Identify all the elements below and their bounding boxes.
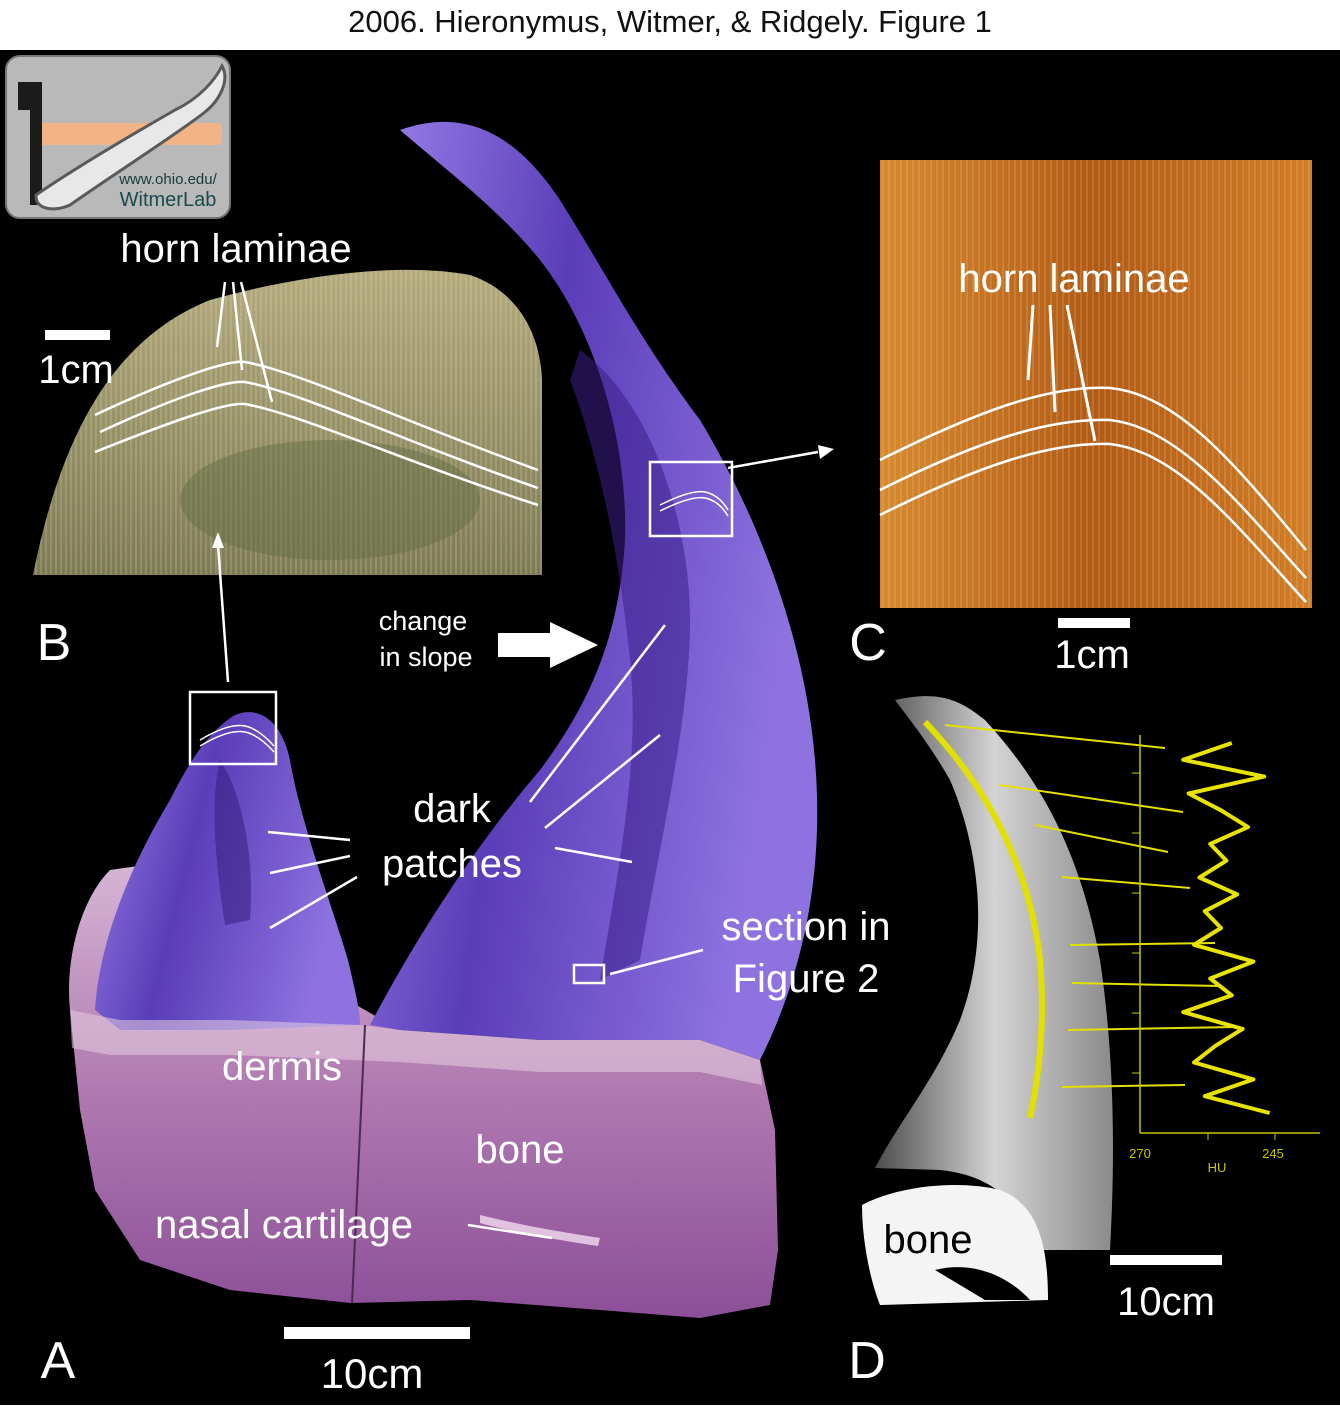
ct-bone [862, 1185, 1048, 1305]
ct-horn-slice [875, 696, 1113, 1250]
callout-box-c [648, 460, 734, 538]
arrow-to-c [727, 450, 819, 470]
panel-a-specimen [69, 121, 818, 1318]
dark-patch-streak [570, 350, 690, 980]
panel-b-scale-label: 1cm [38, 348, 114, 392]
specimen-crack [351, 1024, 366, 1304]
callout-box-b [188, 690, 278, 766]
change-slope-label-1: change [379, 606, 468, 636]
hu-profile-line [1181, 741, 1271, 1115]
nasal-cartilage-label: nasal cartilage [155, 1203, 413, 1247]
panel-c-scale-bar [1058, 618, 1130, 628]
panel-c-label: horn laminae [958, 257, 1189, 301]
logo-name: WitmerLab [120, 189, 217, 211]
panel-b-letter: B [37, 614, 72, 672]
panel-d: bone 270 245 HU 10cm D [848, 696, 1320, 1390]
laminae-curve-2 [99, 380, 539, 490]
dermis-band [70, 1010, 762, 1085]
laminae-curve-3 [94, 402, 539, 507]
panel-a-letter: A [41, 1332, 76, 1390]
dark-patches-label-1: dark [413, 787, 492, 831]
section-box [572, 963, 606, 985]
panel-b-label: horn laminae [120, 227, 351, 271]
panel-a-annotations: change in slope dark patches section in … [41, 445, 891, 1397]
hu-profile-chart: 270 245 HU [1129, 735, 1320, 1175]
hu-tick-245: 245 [1262, 1146, 1284, 1161]
dark-patch-small [214, 760, 251, 925]
pickaxe-icon [18, 82, 42, 205]
change-slope-arrow [498, 622, 598, 668]
panel-d-bone-label: bone [884, 1218, 973, 1262]
panel-d-scale-label: 10cm [1117, 1280, 1215, 1324]
logo-url: www.ohio.edu/ [118, 171, 217, 188]
scalpel-icon [34, 62, 227, 211]
witmerlab-logo: www.ohio.edu/ WitmerLab [5, 55, 231, 219]
laminae-curve-c2 [879, 418, 1307, 579]
bone-label: bone [476, 1128, 565, 1172]
laminae-curve-1 [94, 360, 539, 472]
nasal-cartilage-streak [480, 1215, 600, 1246]
section-label-1: section in [722, 905, 891, 949]
arrow-to-b [216, 544, 230, 683]
laminae-curve-c1 [879, 386, 1307, 551]
panel-a-scale-label: 10cm [321, 1350, 424, 1397]
hu-tick-270: 270 [1129, 1146, 1151, 1161]
laminae-curve-c3 [879, 442, 1307, 603]
panel-b-scale-bar [45, 330, 110, 340]
change-slope-label-2: in slope [379, 642, 472, 672]
section-label-2: Figure 2 [733, 957, 880, 1001]
dermis-label: dermis [222, 1045, 342, 1089]
large-horn [370, 121, 818, 1061]
panel-c-scale-label: 1cm [1054, 633, 1130, 677]
panel-c: horn laminae 1cm C [849, 160, 1312, 677]
figure-title: 2006. Hieronymus, Witmer, & Ridgely. Fig… [348, 4, 992, 39]
panel-d-scale-bar [1110, 1255, 1222, 1265]
hu-axis-label: HU [1208, 1160, 1227, 1175]
ct-sample-line [922, 719, 1045, 1119]
panel-a-scale-bar [284, 1327, 470, 1339]
figure-canvas: www.ohio.edu/ WitmerLab horn laminae 1cm… [0, 50, 1340, 1405]
panel-c-letter: C [849, 614, 887, 672]
panel-d-letter: D [848, 1332, 886, 1390]
panel-b: horn laminae 1cm B [33, 227, 542, 672]
dark-patches-label-2: patches [382, 842, 522, 886]
